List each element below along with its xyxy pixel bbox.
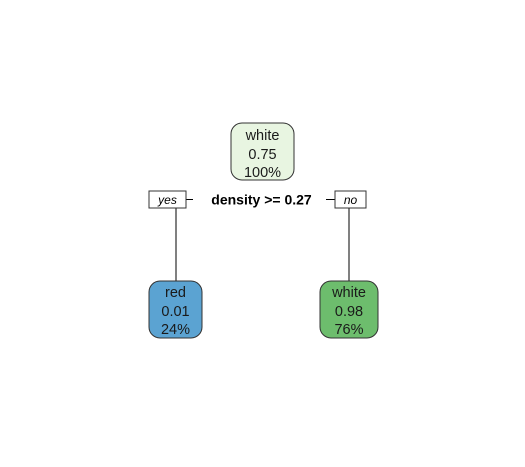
root-percent: 100% (244, 165, 281, 181)
right-leaf-probability: 0.98 (335, 304, 363, 320)
right-leaf-class-label: white (331, 285, 366, 301)
root-class-label: white (245, 128, 280, 144)
yes-tag-label: yes (157, 193, 177, 207)
left-leaf-box (148, 280, 203, 339)
right-leaf-percent: 76% (334, 322, 363, 338)
left-leaf-node: red 0.01 24% (148, 280, 203, 339)
no-tag-label: no (344, 193, 358, 207)
root-node: white 0.75 100% (230, 122, 295, 181)
tree-edges (175, 199, 350, 281)
yes-tag: yes (148, 190, 187, 209)
left-leaf-class-label: red (165, 285, 186, 301)
root-probability: 0.75 (248, 147, 276, 163)
right-leaf-box (319, 280, 379, 339)
left-leaf-probability: 0.01 (161, 304, 189, 320)
left-leaf-percent: 24% (161, 322, 190, 338)
yes-tag-box (148, 190, 187, 209)
right-leaf-node: white 0.98 76% (319, 280, 379, 339)
no-tag: no (334, 190, 367, 209)
root-node-box (230, 122, 295, 181)
no-tag-box (334, 190, 367, 209)
split-condition: density >= 0.27 (211, 192, 312, 208)
